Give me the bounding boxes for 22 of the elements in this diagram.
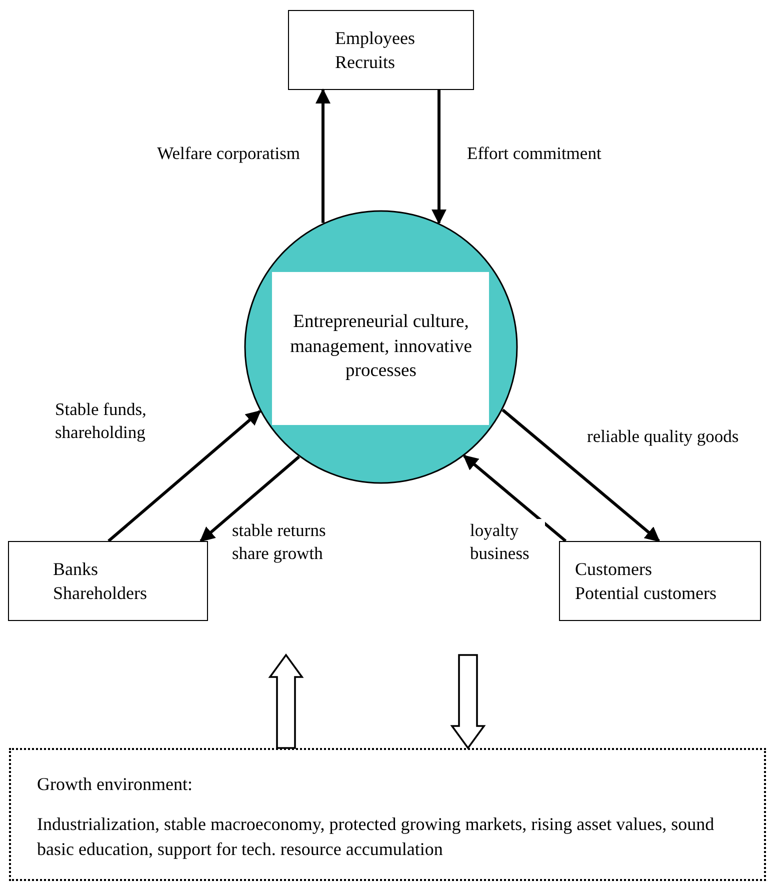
arrow bbox=[200, 456, 300, 542]
arrow bbox=[108, 410, 262, 542]
box-heading: Growth environment: bbox=[37, 773, 194, 796]
circle-node bbox=[244, 210, 518, 484]
node-text: Customers bbox=[575, 558, 654, 581]
process-box bbox=[8, 541, 208, 621]
node-text: Banks bbox=[53, 558, 99, 581]
hollow-arrow bbox=[268, 653, 304, 749]
arrow bbox=[432, 90, 446, 224]
node-text: Recruits bbox=[335, 51, 396, 74]
node-text: Potential customers bbox=[575, 582, 718, 605]
node-text: Industrialization, stable macroeconomy, protected growing markets, rising asset values, sound basic education, support for tech. resource accumulation bbox=[37, 813, 716, 861]
hollow-arrow bbox=[450, 654, 486, 750]
dotted-box bbox=[9, 748, 766, 881]
node-text: Entrepreneurial culture, management, innovative processes bbox=[289, 310, 473, 384]
node-text: Employees bbox=[335, 26, 416, 50]
process-box bbox=[288, 10, 474, 90]
arrow bbox=[502, 408, 660, 542]
node-text: Shareholders bbox=[53, 582, 148, 605]
process-box bbox=[559, 541, 761, 621]
arrow bbox=[463, 454, 567, 542]
arrow bbox=[316, 88, 330, 223]
